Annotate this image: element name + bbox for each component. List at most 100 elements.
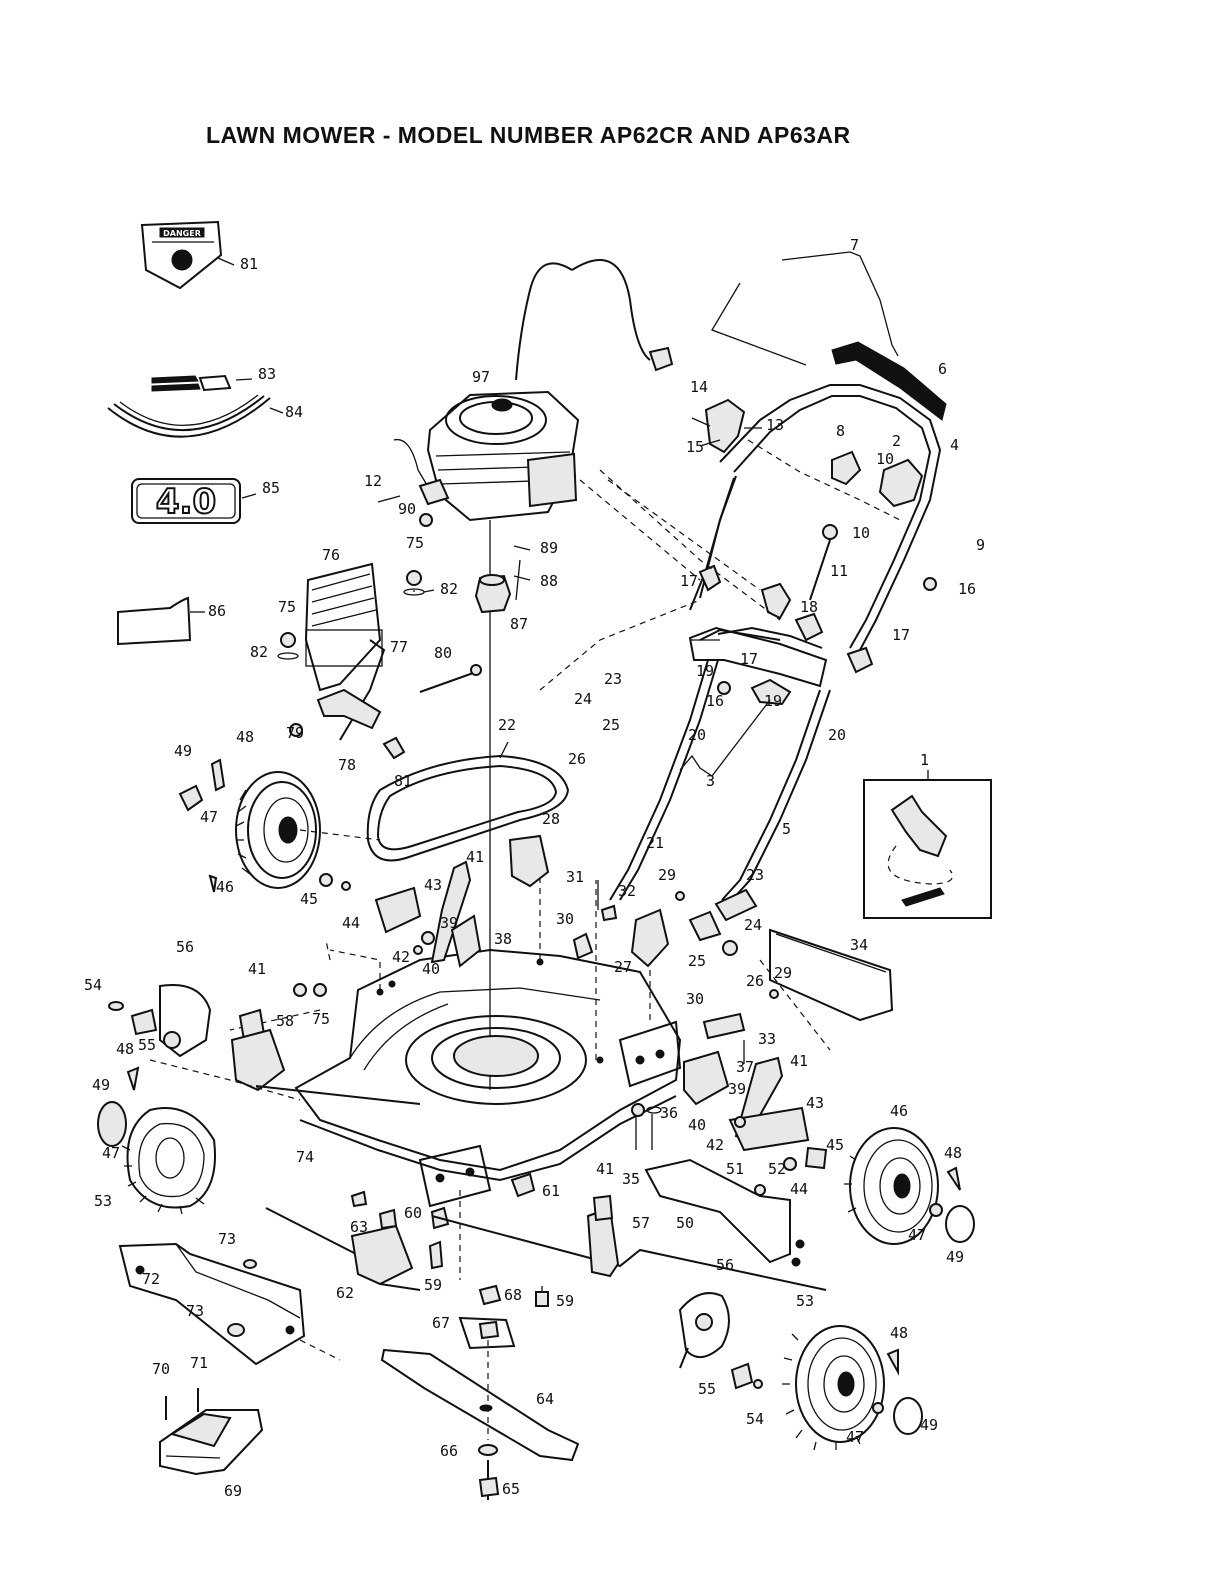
right-front-wheel [844,1127,975,1245]
callout-c69: 69 [224,1482,242,1500]
callout-c20a: 20 [688,726,706,744]
callout-c22: 22 [498,716,516,734]
callout-c27: 27 [614,958,632,976]
callout-c63: 63 [350,1218,368,1236]
callout-c80: 80 [434,644,452,662]
callout-c29a: 29 [658,866,676,884]
callout-labels: 8183848586977641413158210109111617181712… [84,236,985,1500]
callout-c39b: 39 [728,1080,746,1098]
callout-c77: 77 [390,638,408,656]
danger-decal-text: DANGER [163,229,201,238]
callout-c41c: 41 [790,1052,808,1070]
callout-c41d: 41 [596,1160,614,1178]
rear-axle-right [431,1158,827,1390]
callout-c19b: 19 [764,692,782,710]
callout-c17c: 17 [740,650,758,668]
callout-c25b: 25 [688,952,706,970]
callout-c32: 32 [618,882,636,900]
callout-c17b: 17 [892,626,910,644]
callout-c14: 14 [690,378,708,396]
mower-deck [229,840,682,1280]
rear-shield-decal [117,596,205,646]
callout-c44a: 44 [342,914,360,932]
callout-c65: 65 [502,1480,520,1498]
callout-c82a: 82 [440,580,458,598]
callout-c19a: 19 [696,662,714,680]
callout-c47d: 47 [846,1428,864,1446]
callout-c47c: 47 [908,1226,926,1244]
callout-c81b: 81 [394,772,412,790]
callout-c16a: 16 [958,580,976,598]
callout-c51: 51 [726,1160,744,1178]
callout-c79: 79 [286,724,304,742]
callout-c12: 12 [364,472,382,490]
callout-c49a: 49 [174,742,192,760]
callout-c48c: 48 [944,1144,962,1162]
callout-c89: 89 [540,539,558,557]
callout-c21: 21 [646,834,664,852]
callout-c46b: 46 [890,1102,908,1120]
callout-c20b: 20 [828,726,846,744]
callout-c2: 2 [892,432,901,450]
callout-c24a: 24 [574,690,592,708]
front-axle-lower [118,1172,536,1366]
callout-c54a: 54 [84,976,102,994]
callout-c50: 50 [676,1214,694,1232]
callout-c44b: 44 [790,1180,808,1198]
callout-c71: 71 [190,1354,208,1372]
callout-c26b: 26 [746,972,764,990]
callout-c45a: 45 [300,890,318,908]
callout-c38: 38 [494,930,512,948]
callout-c56b: 56 [716,1256,734,1274]
callout-c70: 70 [152,1360,170,1378]
callout-c90: 90 [398,500,416,518]
callout-c59a: 59 [424,1276,442,1294]
callout-c59b: 59 [556,1292,574,1310]
callout-c88: 88 [540,572,558,590]
callout-c97: 97 [472,368,490,386]
engine-size-decal: 4.0 [131,478,257,524]
handle-assembly [539,251,947,901]
callout-c74: 74 [296,1148,314,1166]
callout-c43a: 43 [424,876,442,894]
callout-c75a: 75 [406,534,424,552]
callout-c47b: 47 [102,1144,120,1162]
arc-decal [107,394,284,438]
callout-c67: 67 [432,1314,450,1332]
callout-c46a: 46 [216,878,234,896]
callout-c58: 58 [276,1012,294,1030]
callout-c54b: 54 [746,1410,764,1428]
callout-c39a: 39 [440,914,458,932]
callout-c45b: 45 [826,1136,844,1154]
blade-assembly [380,1284,580,1500]
callout-c48d: 48 [890,1324,908,1342]
callout-c47a: 47 [200,808,218,826]
callout-c6: 6 [938,360,947,378]
callout-c72: 72 [142,1270,160,1288]
callout-c83: 83 [258,365,276,383]
callout-c13: 13 [766,416,784,434]
callout-c49c: 49 [946,1248,964,1266]
callout-c49d: 49 [920,1416,938,1434]
callout-c30a: 30 [556,910,574,928]
callout-c66: 66 [440,1442,458,1460]
front-axle-left [97,983,421,1215]
callout-c41b: 41 [248,960,266,978]
drive-belt [366,741,570,862]
callout-c53a: 53 [94,1192,112,1210]
right-rear-wheel [782,1325,923,1451]
callout-c30b: 30 [686,990,704,1008]
callout-c75c: 75 [312,1010,330,1028]
callout-c9: 9 [976,536,985,554]
callout-c36: 36 [660,1104,678,1122]
engine [377,259,701,1090]
callout-c7: 7 [850,236,859,254]
callout-c85: 85 [262,479,280,497]
callout-c41a: 41 [466,848,484,866]
callout-c61: 61 [542,1182,560,1200]
callout-c49b: 49 [92,1076,110,1094]
callout-c1: 1 [920,751,929,769]
callout-c82b: 82 [250,643,268,661]
left-rear-wheel [178,758,381,893]
